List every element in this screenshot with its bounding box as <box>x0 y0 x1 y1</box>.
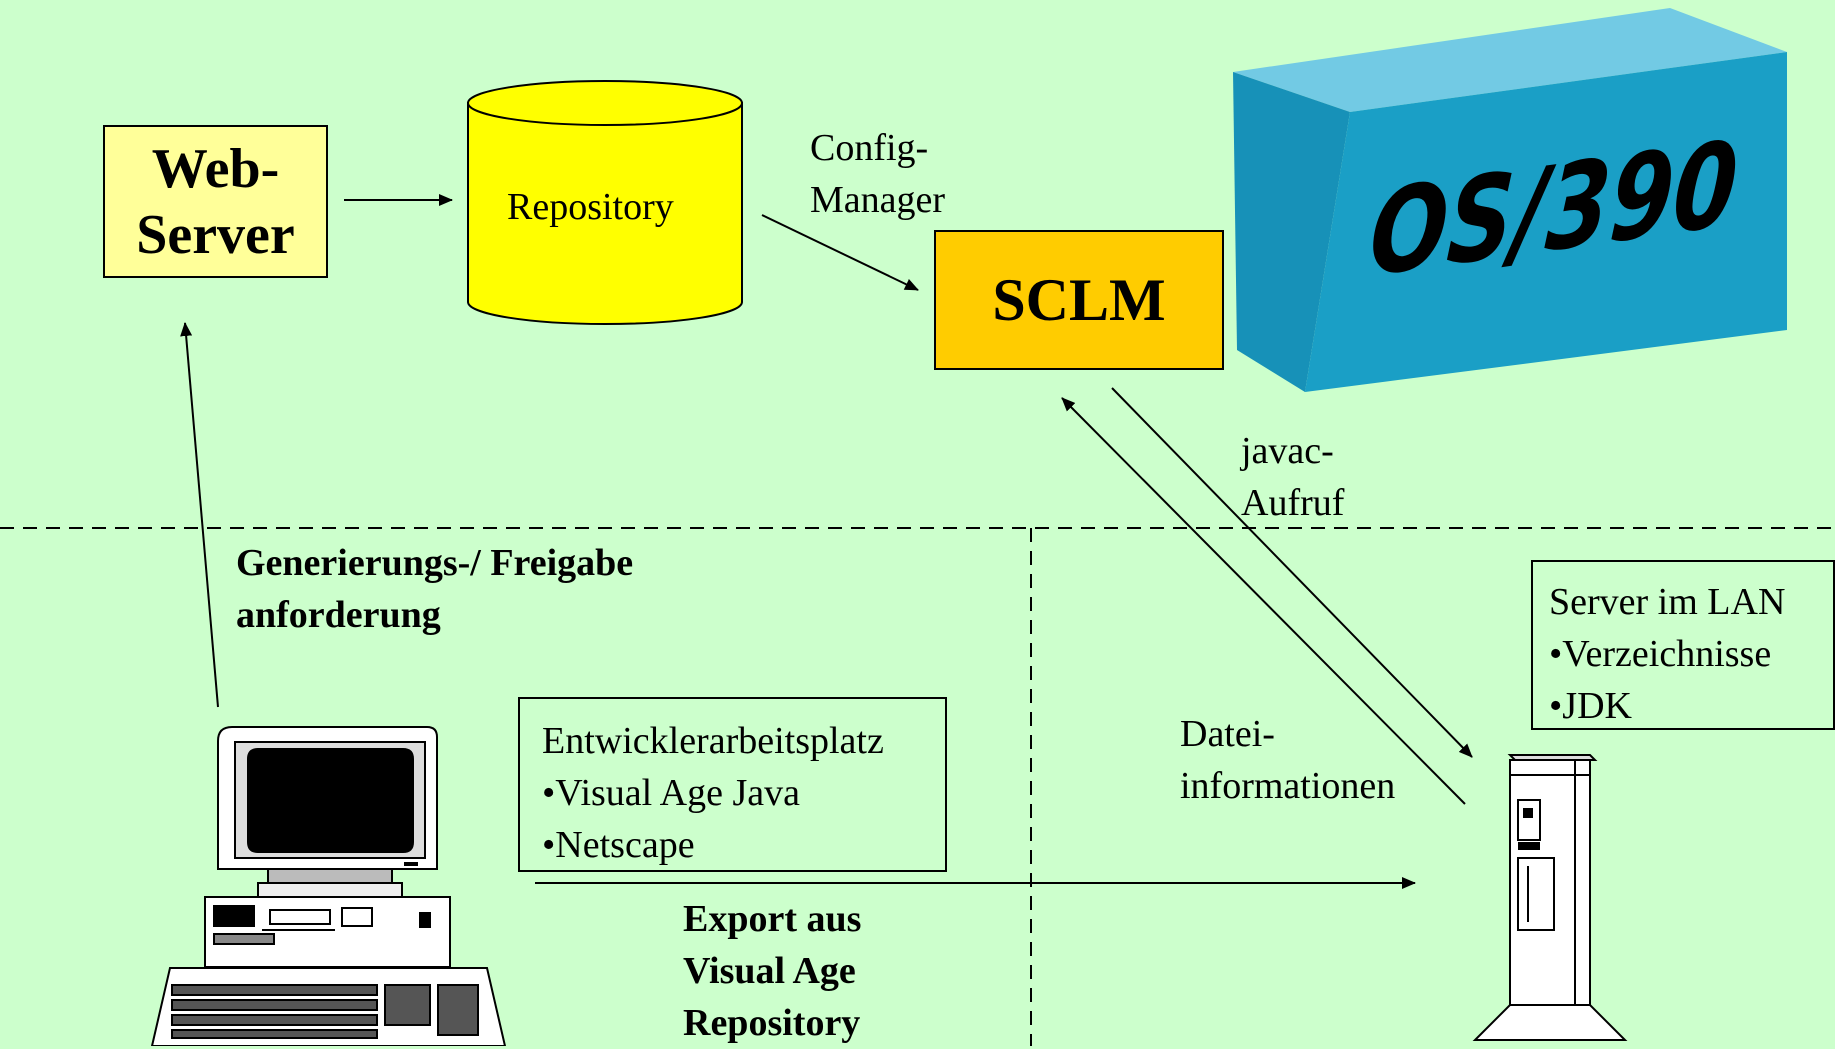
developer-workstation-box: Entwicklerarbeitsplatz •Visual Age Java … <box>518 697 947 872</box>
developer-workstation-item: •Visual Age Java <box>542 772 800 814</box>
arrow-lanserver-to-sclm <box>1061 397 1466 805</box>
developer-workstation-item: •Netscape <box>542 824 695 866</box>
os390-block <box>1233 8 1787 392</box>
sclm-box: SCLM <box>934 230 1224 370</box>
generierung-line2: anforderung <box>236 594 441 636</box>
lan-server-item: •JDK <box>1549 685 1632 727</box>
web-server-box: Web- Server <box>103 125 328 278</box>
repository-label: Repository <box>507 186 674 228</box>
arrow-sclm-to-lanserver <box>1111 387 1473 758</box>
developer-workstation-title: Entwicklerarbeitsplatz <box>542 720 884 762</box>
javac-aufruf-line1: javac- <box>1241 430 1334 472</box>
repository-cylinder <box>467 80 743 325</box>
config-manager-line1: Config- <box>810 127 929 169</box>
config-manager-label: Config- Manager <box>810 122 945 226</box>
generierung-line1: Generierungs-/ Freigabe <box>236 542 634 584</box>
generierung-label: Generierungs-/ Freigabe anforderung <box>236 537 633 641</box>
arrow-repository-to-sclm <box>761 214 919 291</box>
datei-informationen-line2: informationen <box>1180 765 1396 807</box>
lan-server-title: Server im LAN <box>1549 581 1786 623</box>
datei-informationen-label: Datei- informationen <box>1180 708 1395 812</box>
javac-aufruf-label: javac- Aufruf <box>1241 425 1344 529</box>
sclm-label: SCLM <box>992 266 1166 333</box>
lan-server-tower-icon <box>1472 754 1628 1041</box>
workstation-computer-icon <box>150 726 507 1046</box>
arrow-workstation-to-webserver <box>180 322 219 708</box>
lan-server-box: Server im LAN •Verzeichnisse •JDK <box>1531 560 1835 730</box>
lan-server-item: •Verzeichnisse <box>1549 633 1772 675</box>
export-line1: Export aus <box>683 898 862 940</box>
web-server-label-line1: Web- <box>151 137 280 200</box>
config-manager-line2: Manager <box>810 179 946 221</box>
export-label: Export aus Visual Age Repository <box>683 893 861 1049</box>
datei-informationen-line1: Datei- <box>1180 713 1275 755</box>
export-line2: Visual Age <box>683 950 856 992</box>
export-line3: Repository <box>683 1002 861 1044</box>
javac-aufruf-line2: Aufruf <box>1241 482 1345 524</box>
web-server-label-line2: Server <box>136 203 295 266</box>
